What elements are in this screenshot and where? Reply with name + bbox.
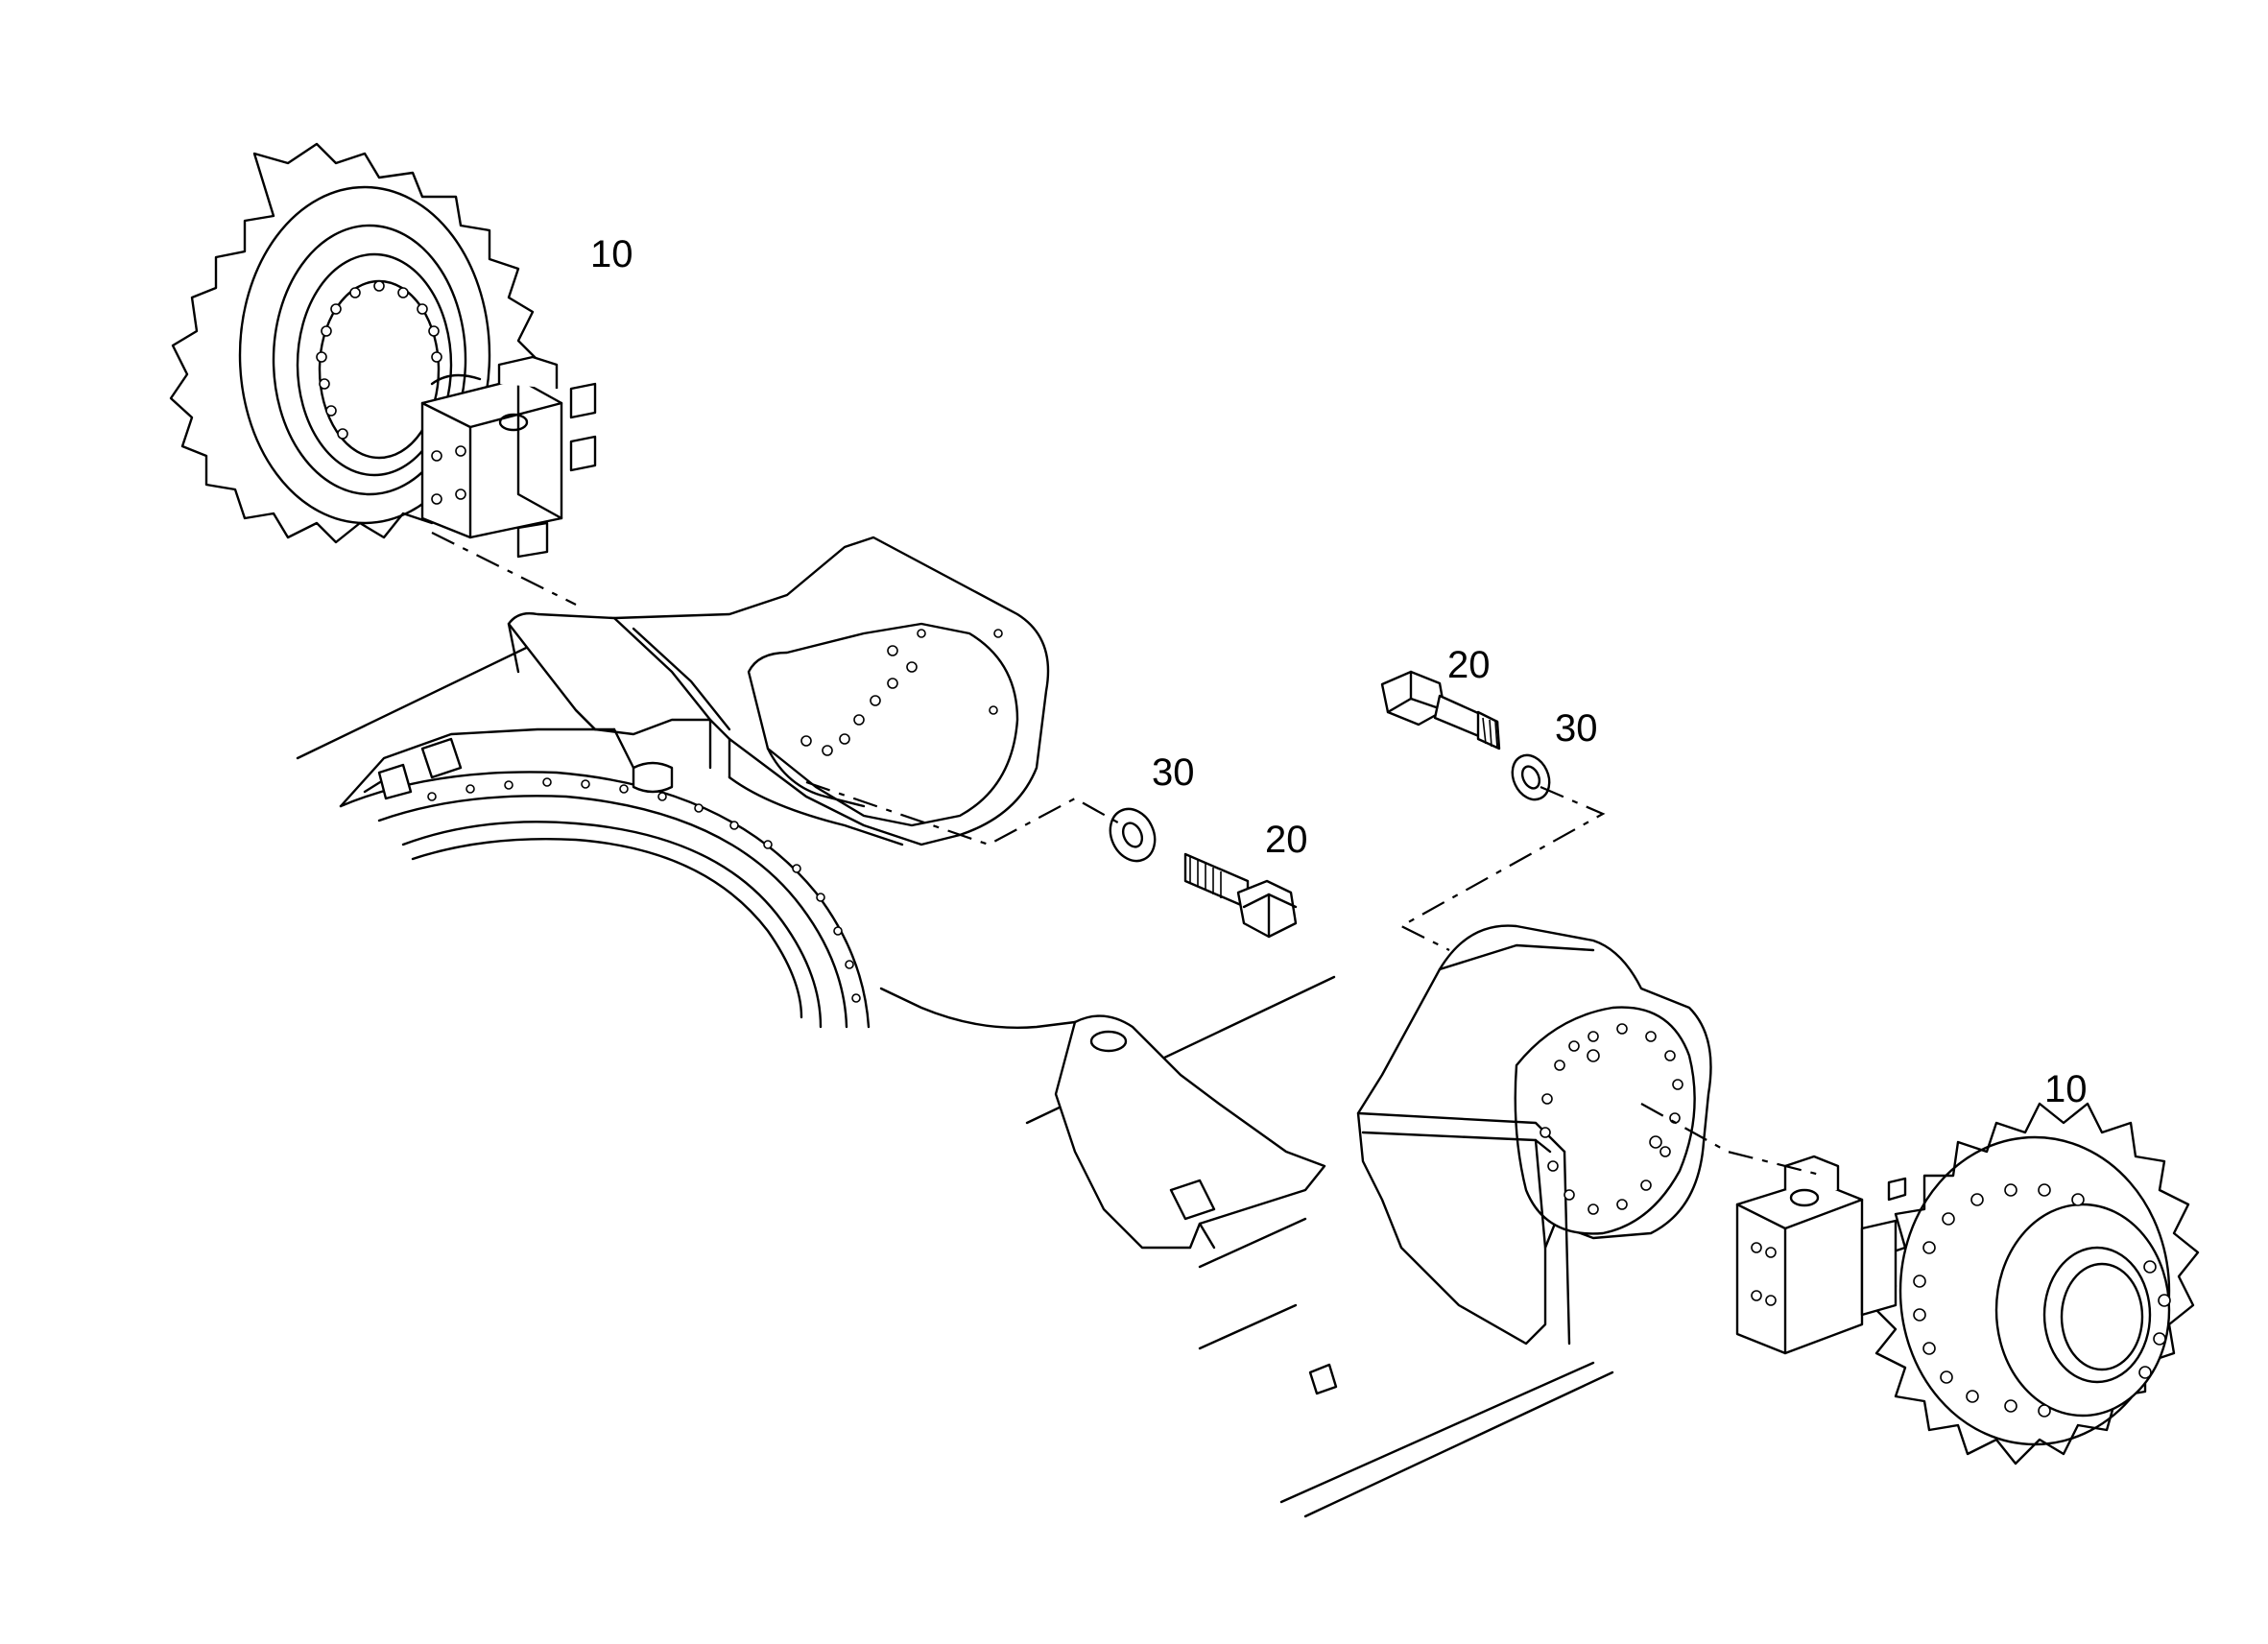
washer-upper [1511,753,1551,801]
callout-washer-lower: 30 [1152,751,1195,794]
travel-drive-right [1735,1102,2200,1465]
callout-bolt-upper: 20 [1447,644,1491,686]
right-drive-bolt-circle [1913,1183,2171,1418]
callout-drive-right: 10 [2044,1068,2088,1110]
callout-washer-upper: 30 [1555,707,1598,750]
washer-lower [1109,807,1157,863]
travel-drive-left [169,142,597,559]
bolt-upper [1380,670,1501,751]
bolt-lower [1183,852,1298,939]
left-drive-bolt-circle [316,280,442,440]
callout-drive-left: 10 [590,233,633,275]
assembly-center-lines [431,532,1825,1178]
callout-bolt-lower: 20 [1265,819,1308,861]
left-housing-bolt-holes [800,629,1003,756]
swing-ring [339,771,871,1029]
undercarriage-frame [296,536,1712,1518]
